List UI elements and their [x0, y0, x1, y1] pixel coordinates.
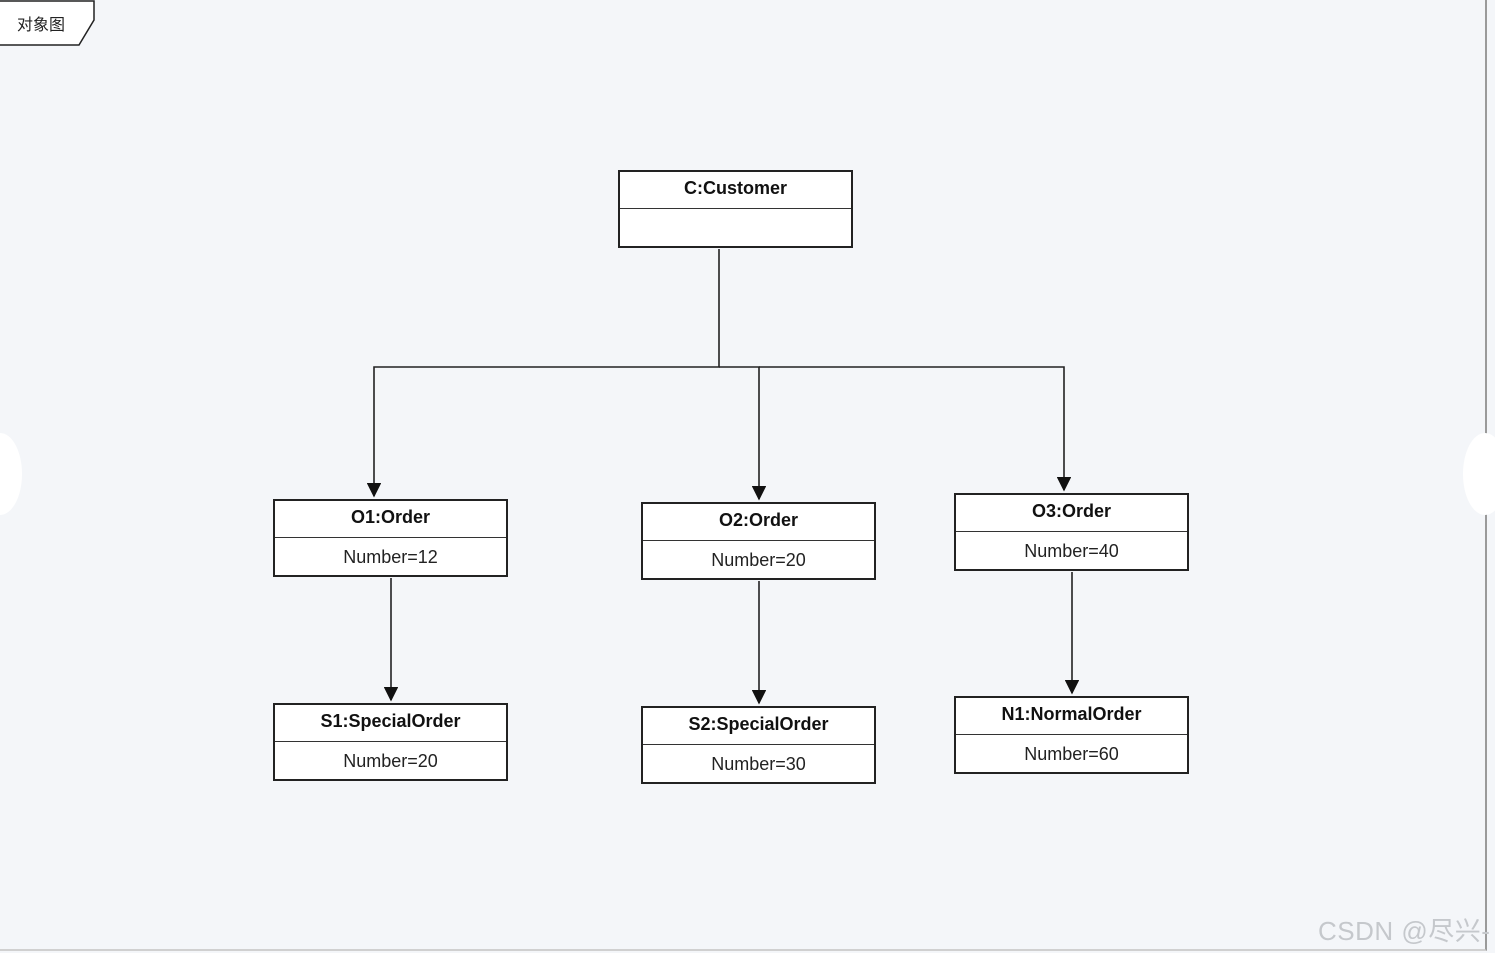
object-o3-attribute: Number=40 [1024, 541, 1119, 561]
frame-label-tab [0, 0, 95, 46]
object-customer[interactable]: C:Customer [618, 170, 853, 248]
object-o1-name: O1:Order [275, 501, 506, 538]
object-n1[interactable]: N1:NormalOrder Number=60 [954, 696, 1189, 774]
object-customer-name: C:Customer [620, 172, 851, 209]
object-o2-attribute: Number=20 [711, 550, 806, 570]
object-o1-attribute: Number=12 [343, 547, 438, 567]
object-customer-attributes [620, 209, 851, 246]
object-n1-name: N1:NormalOrder [956, 698, 1187, 735]
object-o2[interactable]: O2:Order Number=20 [641, 502, 876, 580]
object-s1[interactable]: S1:SpecialOrder Number=20 [273, 703, 508, 781]
object-n1-attribute: Number=60 [1024, 744, 1119, 764]
link-customer-o2 [719, 366, 767, 501]
object-s1-name: S1:SpecialOrder [275, 705, 506, 742]
object-o1[interactable]: O1:Order Number=12 [273, 499, 508, 577]
object-s1-attribute: Number=20 [343, 751, 438, 771]
left-nav-handle[interactable] [0, 433, 22, 515]
link-customer-o1 [366, 249, 720, 498]
object-o3[interactable]: O3:Order Number=40 [954, 493, 1189, 571]
object-s2[interactable]: S2:SpecialOrder Number=30 [641, 706, 876, 784]
frame-label: 对象图 [17, 17, 66, 34]
object-s2-name: S2:SpecialOrder [643, 708, 874, 745]
watermark: CSDN @尽兴- [1318, 916, 1491, 946]
right-nav-handle[interactable] [1463, 433, 1495, 515]
link-customer-o3 [759, 366, 1072, 492]
object-s2-attribute: Number=30 [711, 754, 806, 774]
object-o2-name: O2:Order [643, 504, 874, 541]
object-o3-name: O3:Order [956, 495, 1187, 532]
